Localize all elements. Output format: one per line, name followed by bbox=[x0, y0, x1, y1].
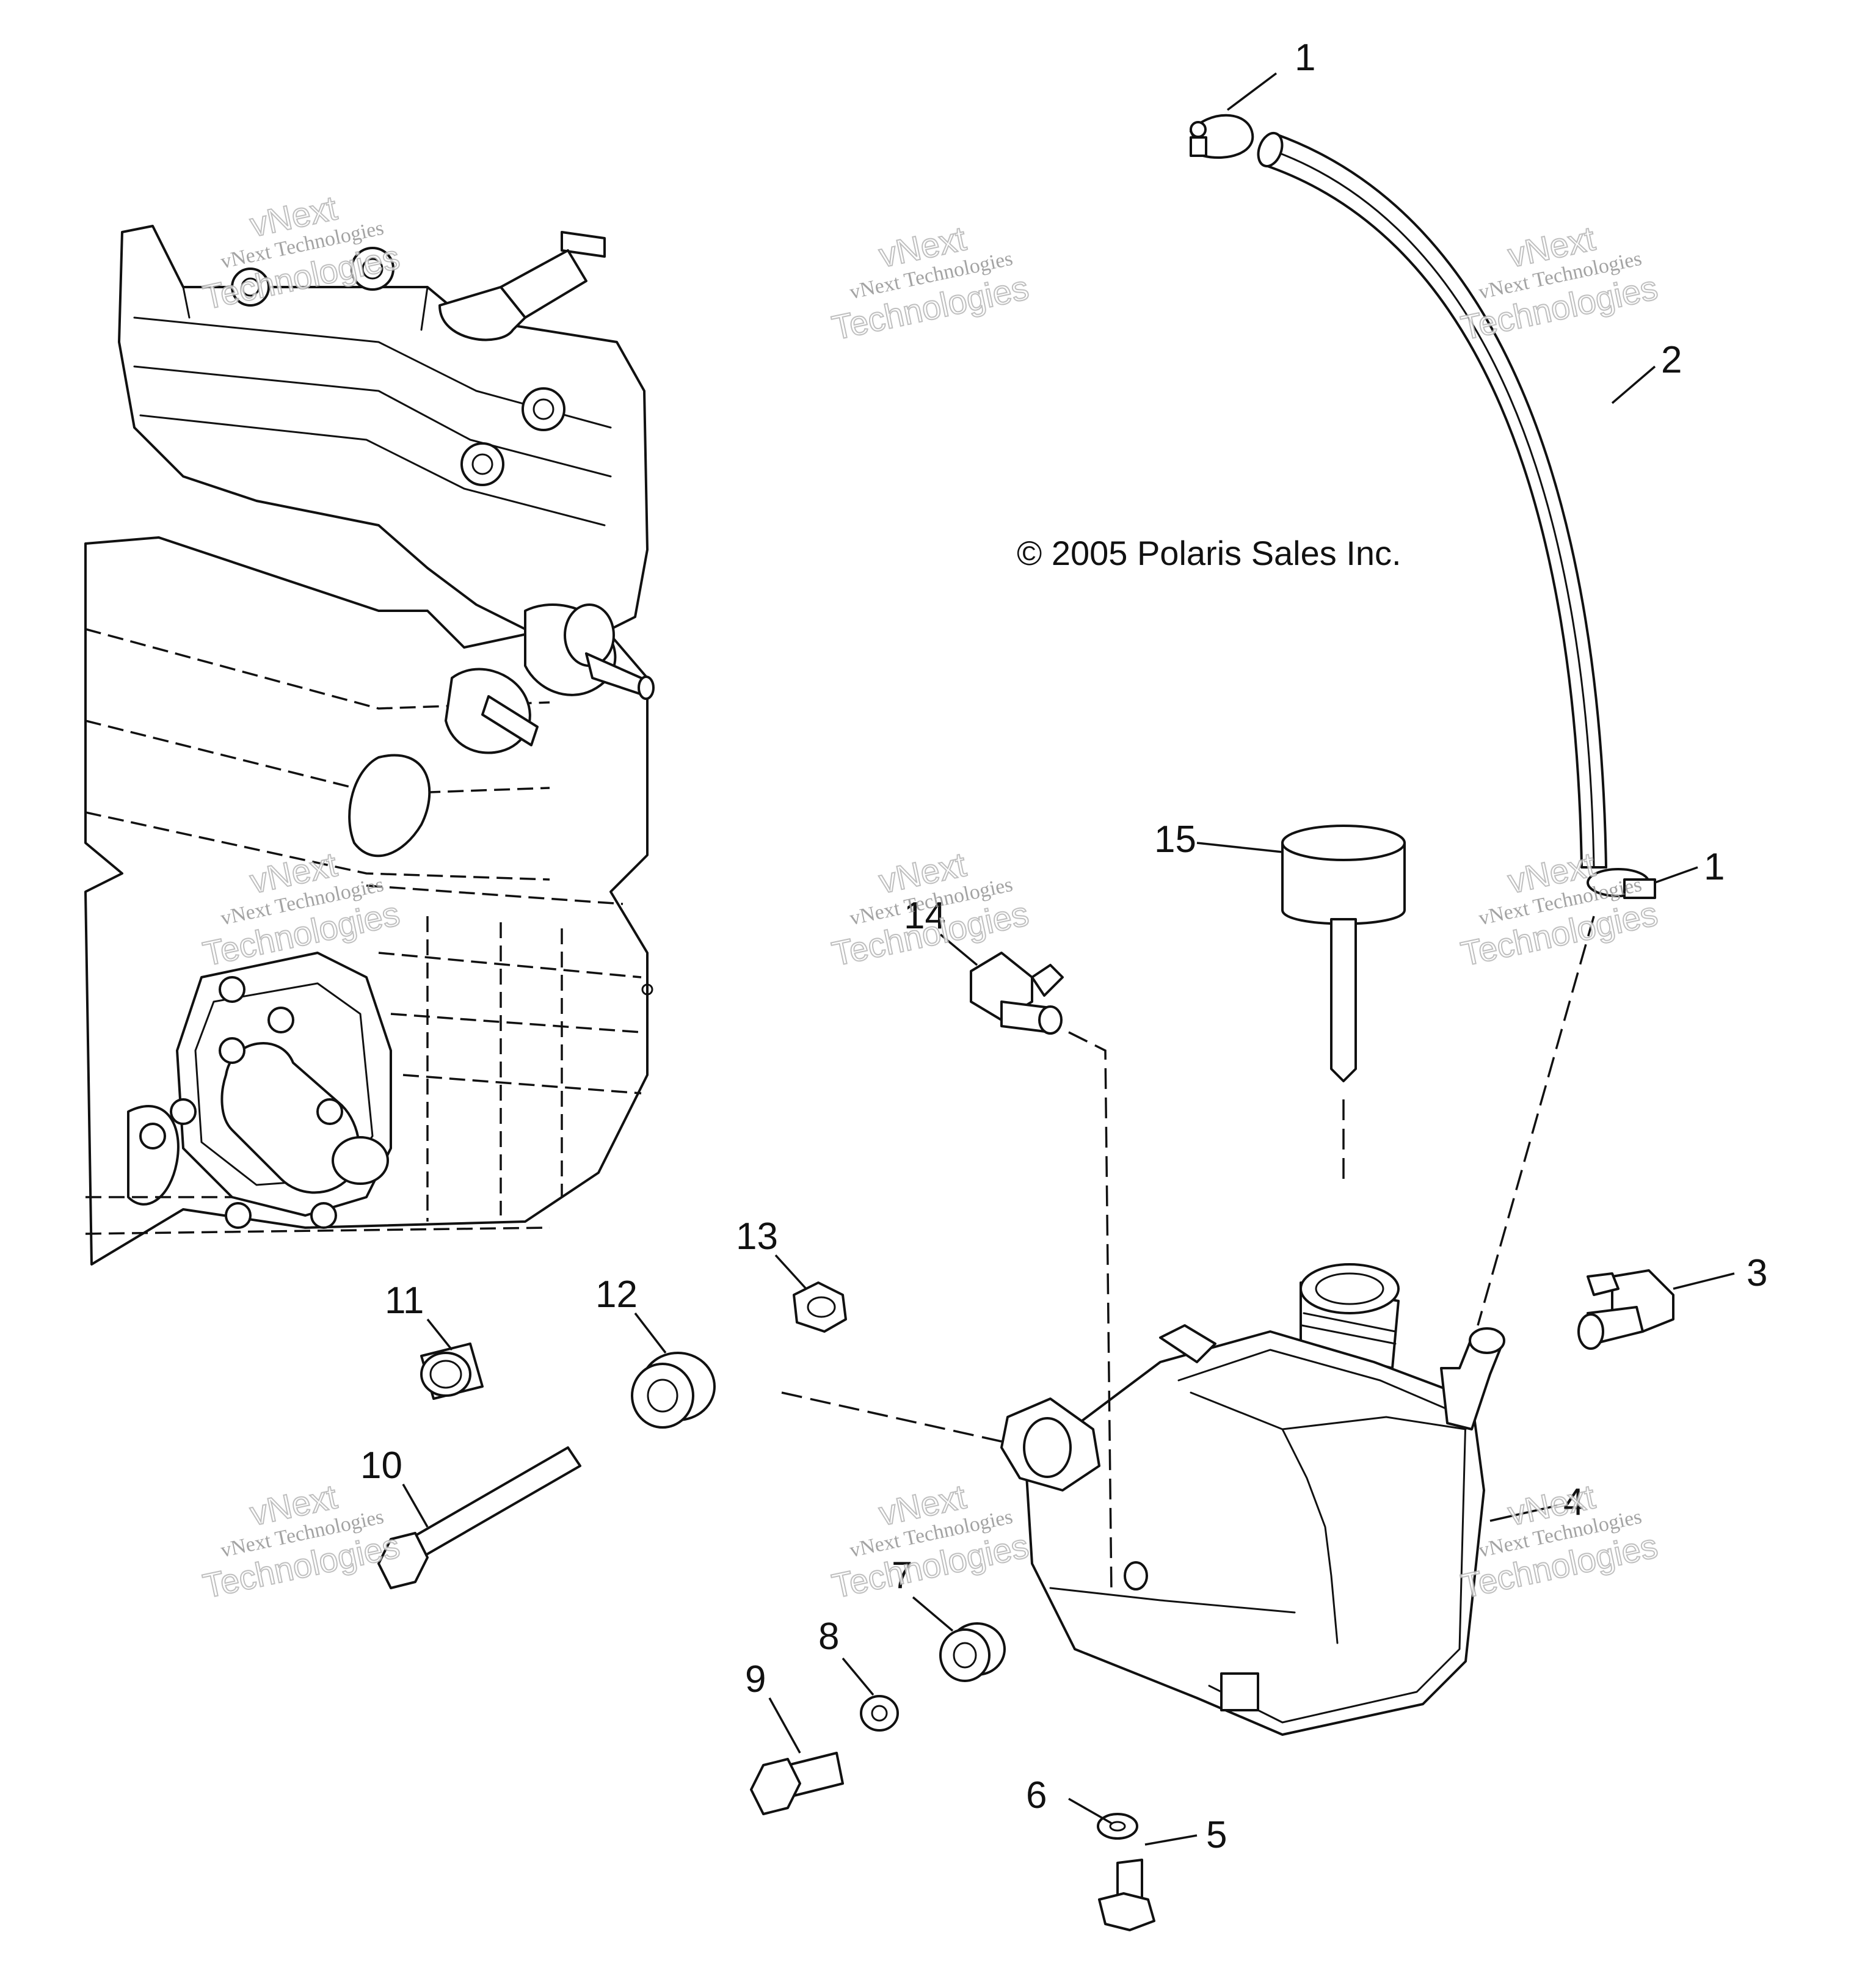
washer bbox=[860, 1695, 899, 1732]
callout-4: 4 bbox=[1563, 1481, 1584, 1523]
dipstick bbox=[1281, 825, 1406, 1082]
vent-hose bbox=[1257, 131, 1607, 869]
spacer bbox=[420, 1343, 484, 1400]
callout-numbers: 1 2 1 3 4 5 6 7 8 9 10 11 12 13 14 15 bbox=[360, 37, 1767, 1856]
long-bolt bbox=[377, 1446, 581, 1589]
short-bolt bbox=[1098, 1859, 1155, 1931]
temp-sensor bbox=[970, 952, 1064, 1035]
callout-9: 9 bbox=[745, 1658, 766, 1700]
callout-3: 3 bbox=[1747, 1252, 1767, 1294]
elbow-fitting bbox=[1577, 1269, 1674, 1350]
copyright-notice: © 2005 Polaris Sales Inc. bbox=[1017, 534, 1402, 572]
callout-14: 14 bbox=[904, 895, 946, 937]
leader-lines bbox=[402, 72, 1735, 1846]
callout-5: 5 bbox=[1206, 1814, 1227, 1856]
engine-assembly bbox=[84, 225, 655, 1266]
callout-8: 8 bbox=[818, 1616, 839, 1658]
bolt bbox=[750, 1752, 844, 1815]
oil-tank bbox=[1000, 1263, 1505, 1736]
callout-11: 11 bbox=[385, 1280, 424, 1322]
callout-7: 7 bbox=[892, 1554, 912, 1597]
callout-10: 10 bbox=[360, 1445, 402, 1487]
hose-clamp-top bbox=[1190, 114, 1254, 159]
callout-6: 6 bbox=[1026, 1774, 1047, 1816]
callout-1-top: 1 bbox=[1295, 37, 1315, 79]
callout-12: 12 bbox=[595, 1273, 638, 1316]
callout-13: 13 bbox=[736, 1215, 778, 1258]
callout-1-lower: 1 bbox=[1704, 846, 1725, 888]
hose-clamp-lower bbox=[1587, 868, 1656, 899]
callout-15: 15 bbox=[1154, 818, 1196, 861]
grommet-large bbox=[631, 1352, 716, 1429]
callout-2: 2 bbox=[1661, 339, 1682, 381]
grommet-small bbox=[939, 1622, 1006, 1682]
assembly-lines bbox=[781, 916, 1595, 1595]
nut bbox=[793, 1281, 847, 1333]
